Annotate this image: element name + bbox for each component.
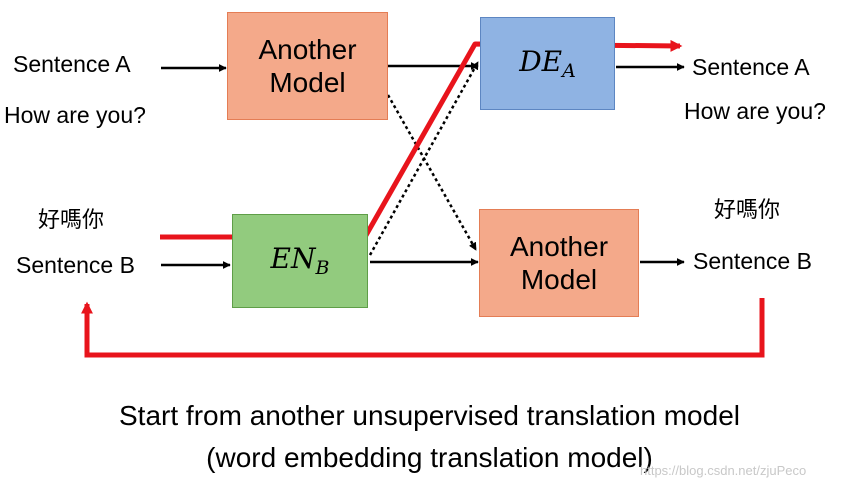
dotted-arrow-en-to-de bbox=[368, 61, 480, 256]
output-sentence-b-label: Sentence B bbox=[693, 248, 812, 274]
input-chinese-text: 好嗎你 bbox=[38, 208, 105, 233]
red-feedback-loop bbox=[81, 298, 765, 358]
another-model-box-top: Another Model bbox=[227, 12, 388, 120]
another-model-bottom-line2: Model bbox=[520, 264, 598, 295]
watermark: https://blog.csdn.net/zjuPeco bbox=[640, 463, 807, 478]
output-how-are-you: How are you? bbox=[684, 98, 826, 124]
input-how-are-you: How are you? bbox=[4, 102, 146, 128]
de-a-box: DEA bbox=[480, 17, 615, 110]
caption-line-1: Start from another unsupervised translat… bbox=[119, 400, 740, 431]
another-model-top-line2: Model bbox=[269, 67, 346, 98]
input-sentence-b-label: Sentence B bbox=[16, 252, 135, 278]
caption-line-2: (word embedding translation model) bbox=[206, 442, 653, 473]
de-a-label: DEA bbox=[519, 44, 576, 82]
another-model-top-line1: Another bbox=[258, 33, 357, 65]
another-model-box-bottom: Another Model bbox=[479, 209, 639, 317]
another-model-bottom-line1: Another bbox=[509, 230, 609, 262]
output-chinese-text: 好嗎你 bbox=[714, 198, 781, 223]
en-b-box: ENB bbox=[232, 214, 368, 308]
output-sentence-a-label: Sentence A bbox=[692, 54, 810, 80]
input-sentence-a-label: Sentence A bbox=[13, 51, 131, 77]
en-b-label: ENB bbox=[270, 242, 330, 280]
